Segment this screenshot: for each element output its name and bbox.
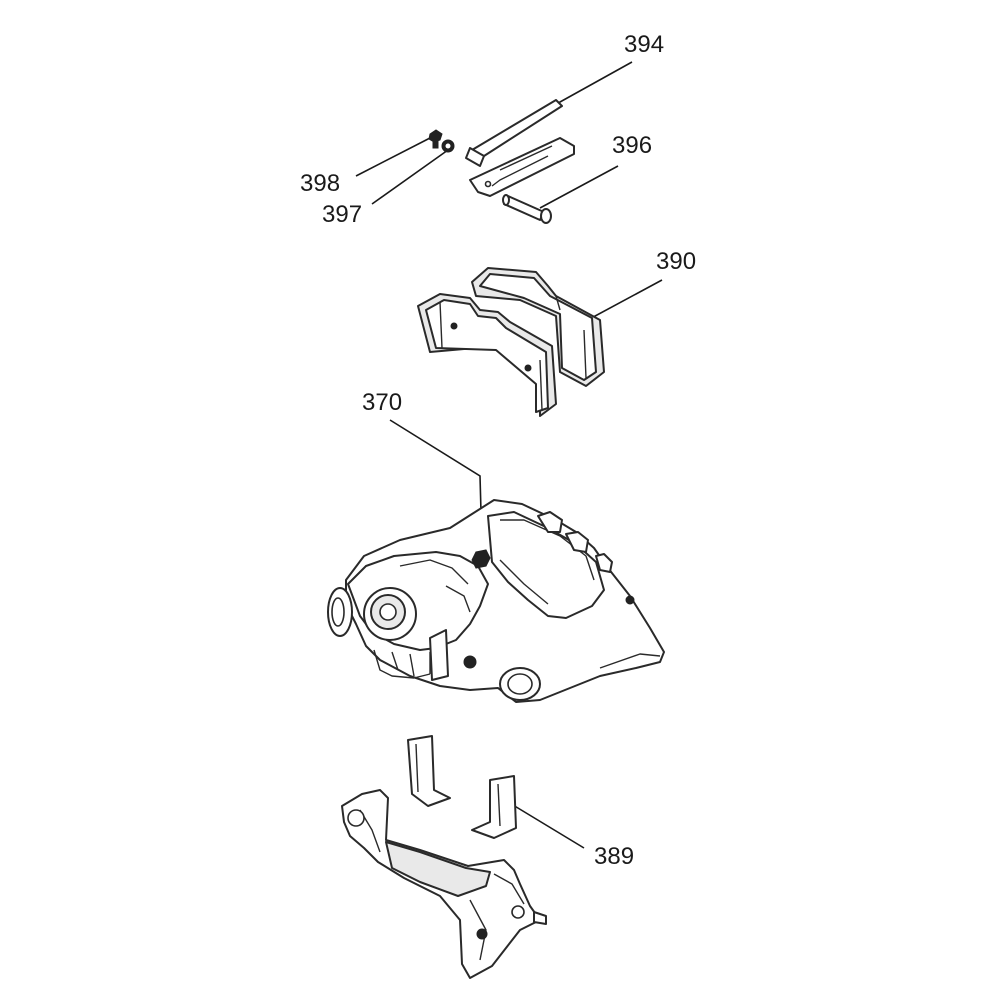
leader-389 (507, 801, 585, 849)
screw (428, 129, 443, 149)
pad-guide-clip-left (407, 735, 451, 807)
callout-397: 397 (322, 201, 362, 228)
retainer-bracket (469, 137, 575, 197)
leader-396 (539, 165, 619, 209)
leader-398 (355, 137, 431, 177)
callout-370: 370 (362, 389, 402, 416)
callout-390: 390 (656, 248, 696, 275)
pad-retainer (465, 99, 563, 167)
pad-pin (502, 194, 552, 224)
carrier-bracket (341, 789, 547, 979)
brake-pad-front (417, 293, 557, 417)
callout-398: 398 (300, 170, 340, 197)
callout-389: 389 (594, 843, 634, 870)
leader-390 (583, 279, 663, 323)
leader-397 (371, 149, 449, 205)
washer (441, 139, 455, 153)
caliper-housing (327, 499, 665, 703)
callout-396: 396 (612, 132, 652, 159)
pad-guide-clip-right (471, 775, 517, 839)
brake-pad-rear (471, 267, 605, 387)
callout-394: 394 (624, 31, 664, 58)
